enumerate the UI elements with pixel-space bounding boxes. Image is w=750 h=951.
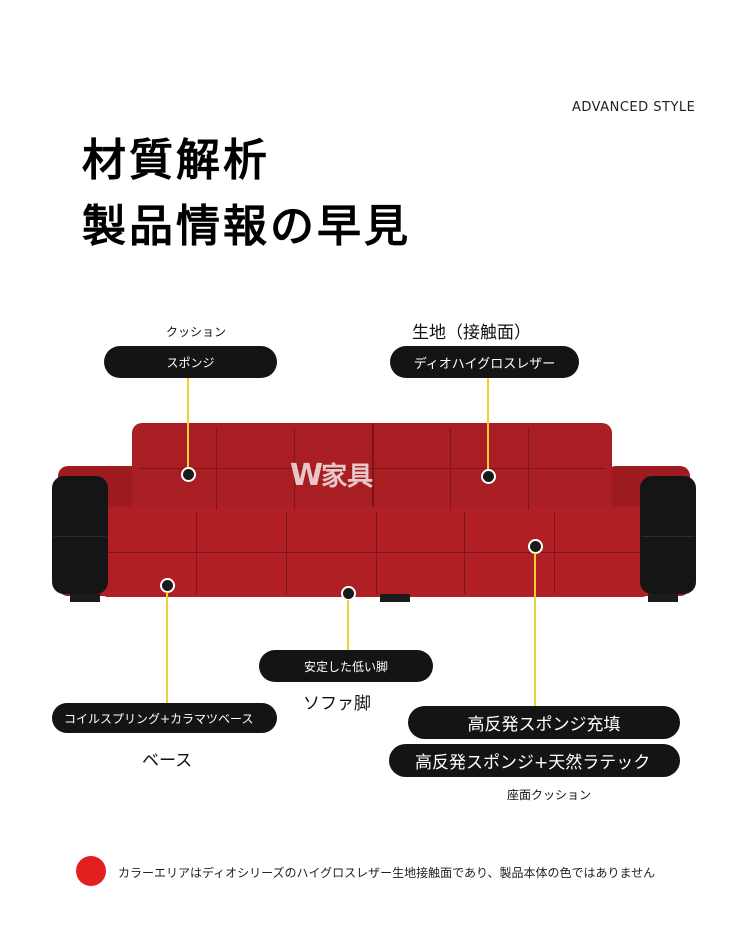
fabric-material-pill: ディオハイグロスレザー bbox=[390, 346, 579, 378]
cushion-material-pill: スポンジ bbox=[104, 346, 277, 378]
sofa-backrest-split bbox=[372, 423, 374, 515]
base-caption: ベース bbox=[142, 751, 193, 771]
pointer-line bbox=[487, 378, 489, 474]
pointer-line bbox=[187, 378, 189, 472]
sofa-seam bbox=[216, 428, 217, 510]
pointer-line bbox=[166, 592, 168, 704]
pointer-dot bbox=[160, 578, 175, 593]
tagline: ADVANCED STYLE bbox=[572, 100, 696, 115]
sofa-leg bbox=[380, 594, 410, 602]
sofa-arm-right-black bbox=[640, 476, 696, 594]
brand-watermark: W家具 bbox=[290, 458, 374, 493]
sofa-seam bbox=[528, 428, 529, 510]
sofa-seam bbox=[196, 512, 197, 594]
seat-fill-pill: 高反発スポンジ充填 bbox=[408, 706, 680, 739]
pointer-dot bbox=[481, 469, 496, 484]
legs-material-pill: 安定した低い脚 bbox=[259, 650, 433, 682]
sofa-seam bbox=[105, 552, 645, 553]
legs-material-label: 安定した低い脚 bbox=[303, 659, 388, 674]
base-material-label: コイルスプリング+カラマツベース bbox=[64, 711, 254, 726]
seat-caption: 座面クッション bbox=[507, 788, 592, 802]
seat-material-label: 高反発スポンジ+天然ラテック bbox=[415, 753, 651, 773]
sofa-seam bbox=[376, 512, 377, 594]
fabric-material-label: ディオハイグロスレザー bbox=[413, 356, 556, 372]
pointer-line bbox=[347, 600, 349, 652]
sofa-leg bbox=[648, 594, 678, 602]
cushion-material-label: スポンジ bbox=[166, 355, 215, 370]
sofa-seam bbox=[450, 428, 451, 510]
sofa-seam bbox=[286, 512, 287, 594]
sofa-arm-left-black bbox=[52, 476, 108, 594]
fabric-caption: 生地（接触面） bbox=[412, 323, 531, 343]
sofa-seam bbox=[294, 428, 295, 510]
color-area-swatch bbox=[76, 856, 106, 886]
pointer-dot bbox=[528, 539, 543, 554]
seat-material-pill: 高反発スポンジ+天然ラテック bbox=[389, 744, 680, 777]
cushion-caption: クッション bbox=[166, 325, 227, 339]
page-title-line2: 製品情報の早見 bbox=[82, 201, 411, 252]
legs-caption: ソファ脚 bbox=[303, 694, 371, 714]
pointer-line bbox=[534, 553, 536, 707]
base-material-pill: コイルスプリング+カラマツベース bbox=[52, 703, 277, 733]
sofa-leg bbox=[70, 594, 100, 602]
seat-fill-label: 高反発スポンジ充填 bbox=[467, 715, 621, 735]
sofa-seam bbox=[642, 536, 694, 537]
sofa-seam bbox=[554, 512, 555, 594]
color-notice: カラーエリアはディオシリーズのハイグロスレザー生地接触面であり、製品本体の色では… bbox=[118, 866, 656, 880]
sofa-seam bbox=[464, 512, 465, 594]
sofa-seam bbox=[54, 536, 106, 537]
sofa-seam bbox=[140, 468, 605, 469]
pointer-dot bbox=[341, 586, 356, 601]
page-title-line1: 材質解析 bbox=[82, 135, 270, 186]
pointer-dot bbox=[181, 467, 196, 482]
